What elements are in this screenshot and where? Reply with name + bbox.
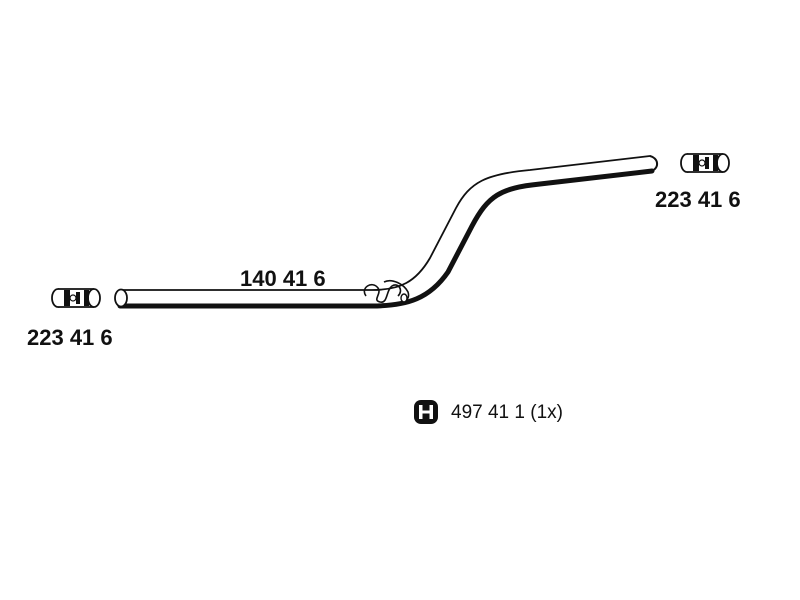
rubber-hanger-icon (414, 400, 438, 424)
pipe-part-number: 140 41 6 (240, 266, 326, 291)
pipe-clamp-icon-right[interactable] (680, 153, 730, 173)
exhaust-pipe[interactable] (114, 155, 658, 309)
clamp-left-part-number: 223 41 6 (27, 325, 113, 350)
pipe-clamp-icon-left[interactable] (51, 288, 101, 308)
flex-joint-icon (363, 279, 410, 303)
clamp-right-part-number: 223 41 6 (655, 187, 741, 212)
hanger-part-number: 497 41 1 (1x) (451, 402, 563, 423)
